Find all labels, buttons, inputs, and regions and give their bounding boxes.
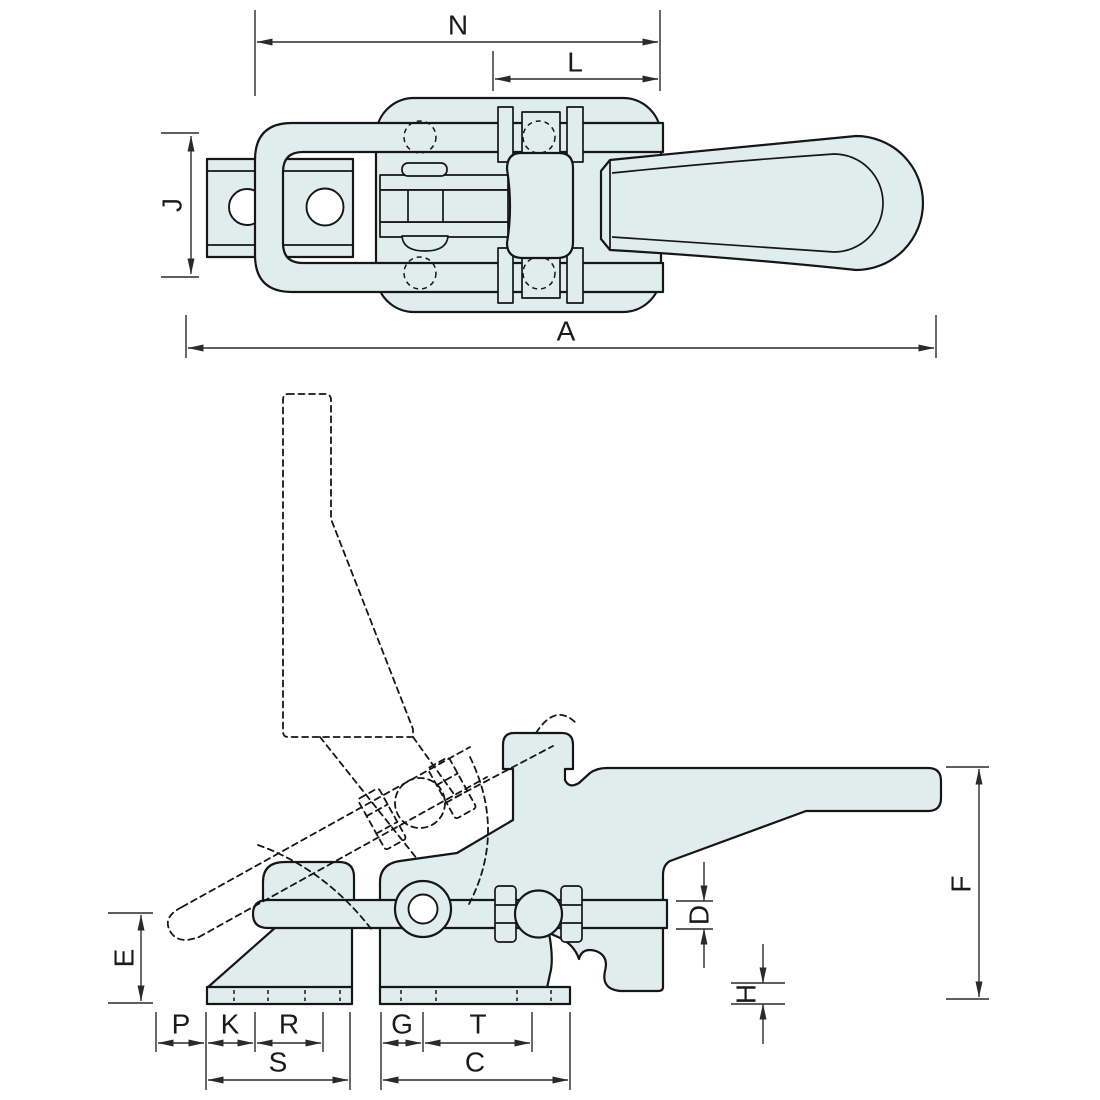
ghost-ball	[394, 777, 446, 829]
dim-label-j: J	[157, 198, 188, 212]
ghost-u-bolt-cap	[166, 906, 200, 941]
u-bolt-plan	[253, 121, 665, 294]
dim-label-k: K	[221, 1009, 240, 1040]
hidden-mounting-hole	[403, 256, 437, 290]
cross-pin-nut	[497, 106, 514, 163]
handle-plan	[599, 134, 925, 272]
clamp-body-side	[378, 731, 943, 993]
dim-label-t: T	[469, 1009, 486, 1040]
dim-label-h: H	[731, 984, 762, 1004]
ghost-handle-open	[282, 393, 414, 738]
hidden-mounting-hole	[522, 120, 556, 154]
dim-label-s: S	[269, 1047, 288, 1078]
spring-slot-bottom	[401, 235, 449, 252]
cross-pin-nut	[497, 247, 514, 304]
open-position-ghost	[166, 393, 578, 941]
dim-label-n: N	[448, 10, 468, 41]
dim-label-d: D	[684, 905, 715, 925]
link-strap-bottom	[379, 221, 509, 238]
ghost-nut-facet	[375, 821, 399, 835]
ghost-nut-body	[357, 787, 407, 851]
top-view	[205, 96, 925, 314]
ghost-handle-edge	[455, 745, 554, 798]
keeper-block	[205, 925, 354, 990]
ghost-hex-nut	[427, 756, 477, 820]
dim-label-p: P	[172, 1009, 191, 1040]
hex-nut-front	[494, 885, 517, 943]
ghost-handle-edge	[319, 736, 419, 861]
u-bolt-arm-side	[251, 898, 669, 930]
keeper-hump	[261, 860, 356, 910]
top-view-dimensions: N L J A	[157, 10, 937, 358]
clamp-base-flange	[378, 985, 572, 1006]
dim-label-l: L	[567, 47, 583, 78]
ghost-u-bolt-edge	[181, 746, 471, 908]
link-strap-top	[379, 174, 509, 191]
dim-label-c: C	[465, 1047, 485, 1078]
side-view-dimensions: E F D H P K R G	[108, 766, 989, 1090]
cross-pin-nut	[566, 247, 584, 304]
spindle-rod-plan	[379, 189, 509, 223]
spring-slot-top	[401, 162, 448, 177]
ghost-nut-facet	[365, 803, 389, 817]
dim-label-e: E	[109, 949, 140, 968]
keeper-base-flange	[205, 985, 354, 1006]
handle-inner-edge	[611, 153, 884, 253]
cross-pin-nut	[566, 106, 584, 163]
ghost-nut-facet	[445, 790, 469, 804]
ghost-handle-cap	[535, 714, 578, 734]
hidden-mounting-hole	[403, 120, 437, 154]
pivot-hole	[407, 893, 439, 925]
ghost-nut-facet	[435, 772, 459, 786]
ghost-u-bolt-edge	[198, 776, 488, 938]
latch-plate-hole	[305, 187, 345, 227]
clamp-ball	[513, 889, 564, 939]
side-view	[205, 731, 943, 1006]
swing-arc	[257, 844, 373, 931]
swing-arc	[467, 756, 489, 907]
hex-nut-rear	[560, 885, 583, 943]
dim-label-g: G	[391, 1009, 413, 1040]
pivot-boss-plan	[505, 151, 575, 260]
ghost-nut-body	[427, 756, 477, 820]
dim-label-f: F	[946, 875, 977, 892]
ghost-hex-nut	[357, 787, 407, 851]
dim-label-r: R	[279, 1009, 299, 1040]
dim-label-a: A	[557, 316, 576, 347]
